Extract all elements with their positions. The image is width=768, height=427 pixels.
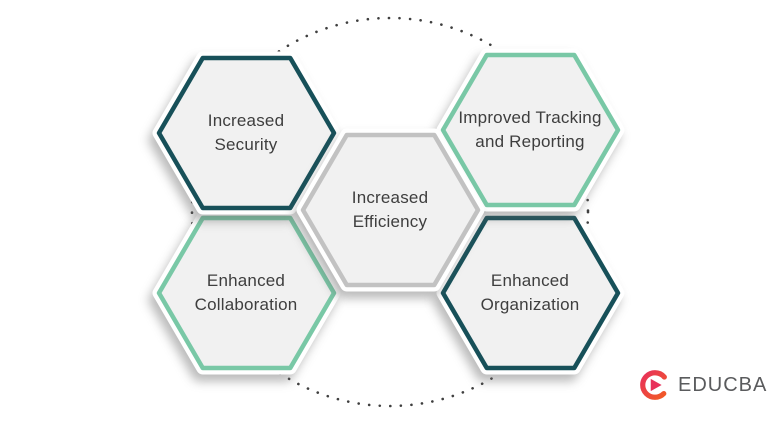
label-line-2: Collaboration — [194, 295, 298, 314]
dotted-ellipse — [190, 16, 590, 408]
label-line-2: and Reporting — [475, 132, 585, 151]
hexagon-label: Improved Tracking and Reporting — [443, 55, 618, 205]
logo-ring — [640, 370, 670, 400]
logo-play-icon — [650, 378, 662, 392]
educba-logo-icon — [640, 370, 670, 400]
hexagon-shape — [296, 128, 484, 292]
hexagon-label: Increased Security — [159, 58, 334, 208]
label-line-1: Increased — [351, 188, 429, 207]
hexagon-label: Increased Efficiency — [303, 135, 478, 285]
hexagon-increased-security: Increased Security — [152, 51, 340, 215]
hexagon-improved-tracking-and-reporting: Improved Tracking and Reporting — [436, 48, 624, 212]
label-line-1: Improved Tracking — [458, 108, 602, 127]
hexagon-shape — [152, 211, 340, 375]
educba-logo-text: EDUCBA — [678, 373, 768, 396]
hexagon-shape — [436, 211, 624, 375]
hexagon-shape — [152, 51, 340, 215]
label-line-1: Increased — [207, 111, 285, 130]
label-line-1: Enhanced — [490, 271, 570, 290]
hexagon-enhanced-organization: Enhanced Organization — [436, 211, 624, 375]
label-line-2: Security — [214, 135, 278, 154]
educba-logo: EDUCBA — [638, 368, 767, 402]
hexagon-enhanced-collaboration: Enhanced Collaboration — [152, 211, 340, 375]
label-line-1: Enhanced — [206, 271, 286, 290]
hexagon-shape — [436, 48, 624, 212]
hexagon-label: Enhanced Collaboration — [159, 218, 334, 368]
label-line-2: Organization — [480, 295, 580, 314]
hexagon-label: Enhanced Organization — [443, 218, 618, 368]
label-line-2: Efficiency — [352, 212, 428, 231]
hexagon-increased-efficiency: Increased Efficiency — [296, 128, 484, 292]
